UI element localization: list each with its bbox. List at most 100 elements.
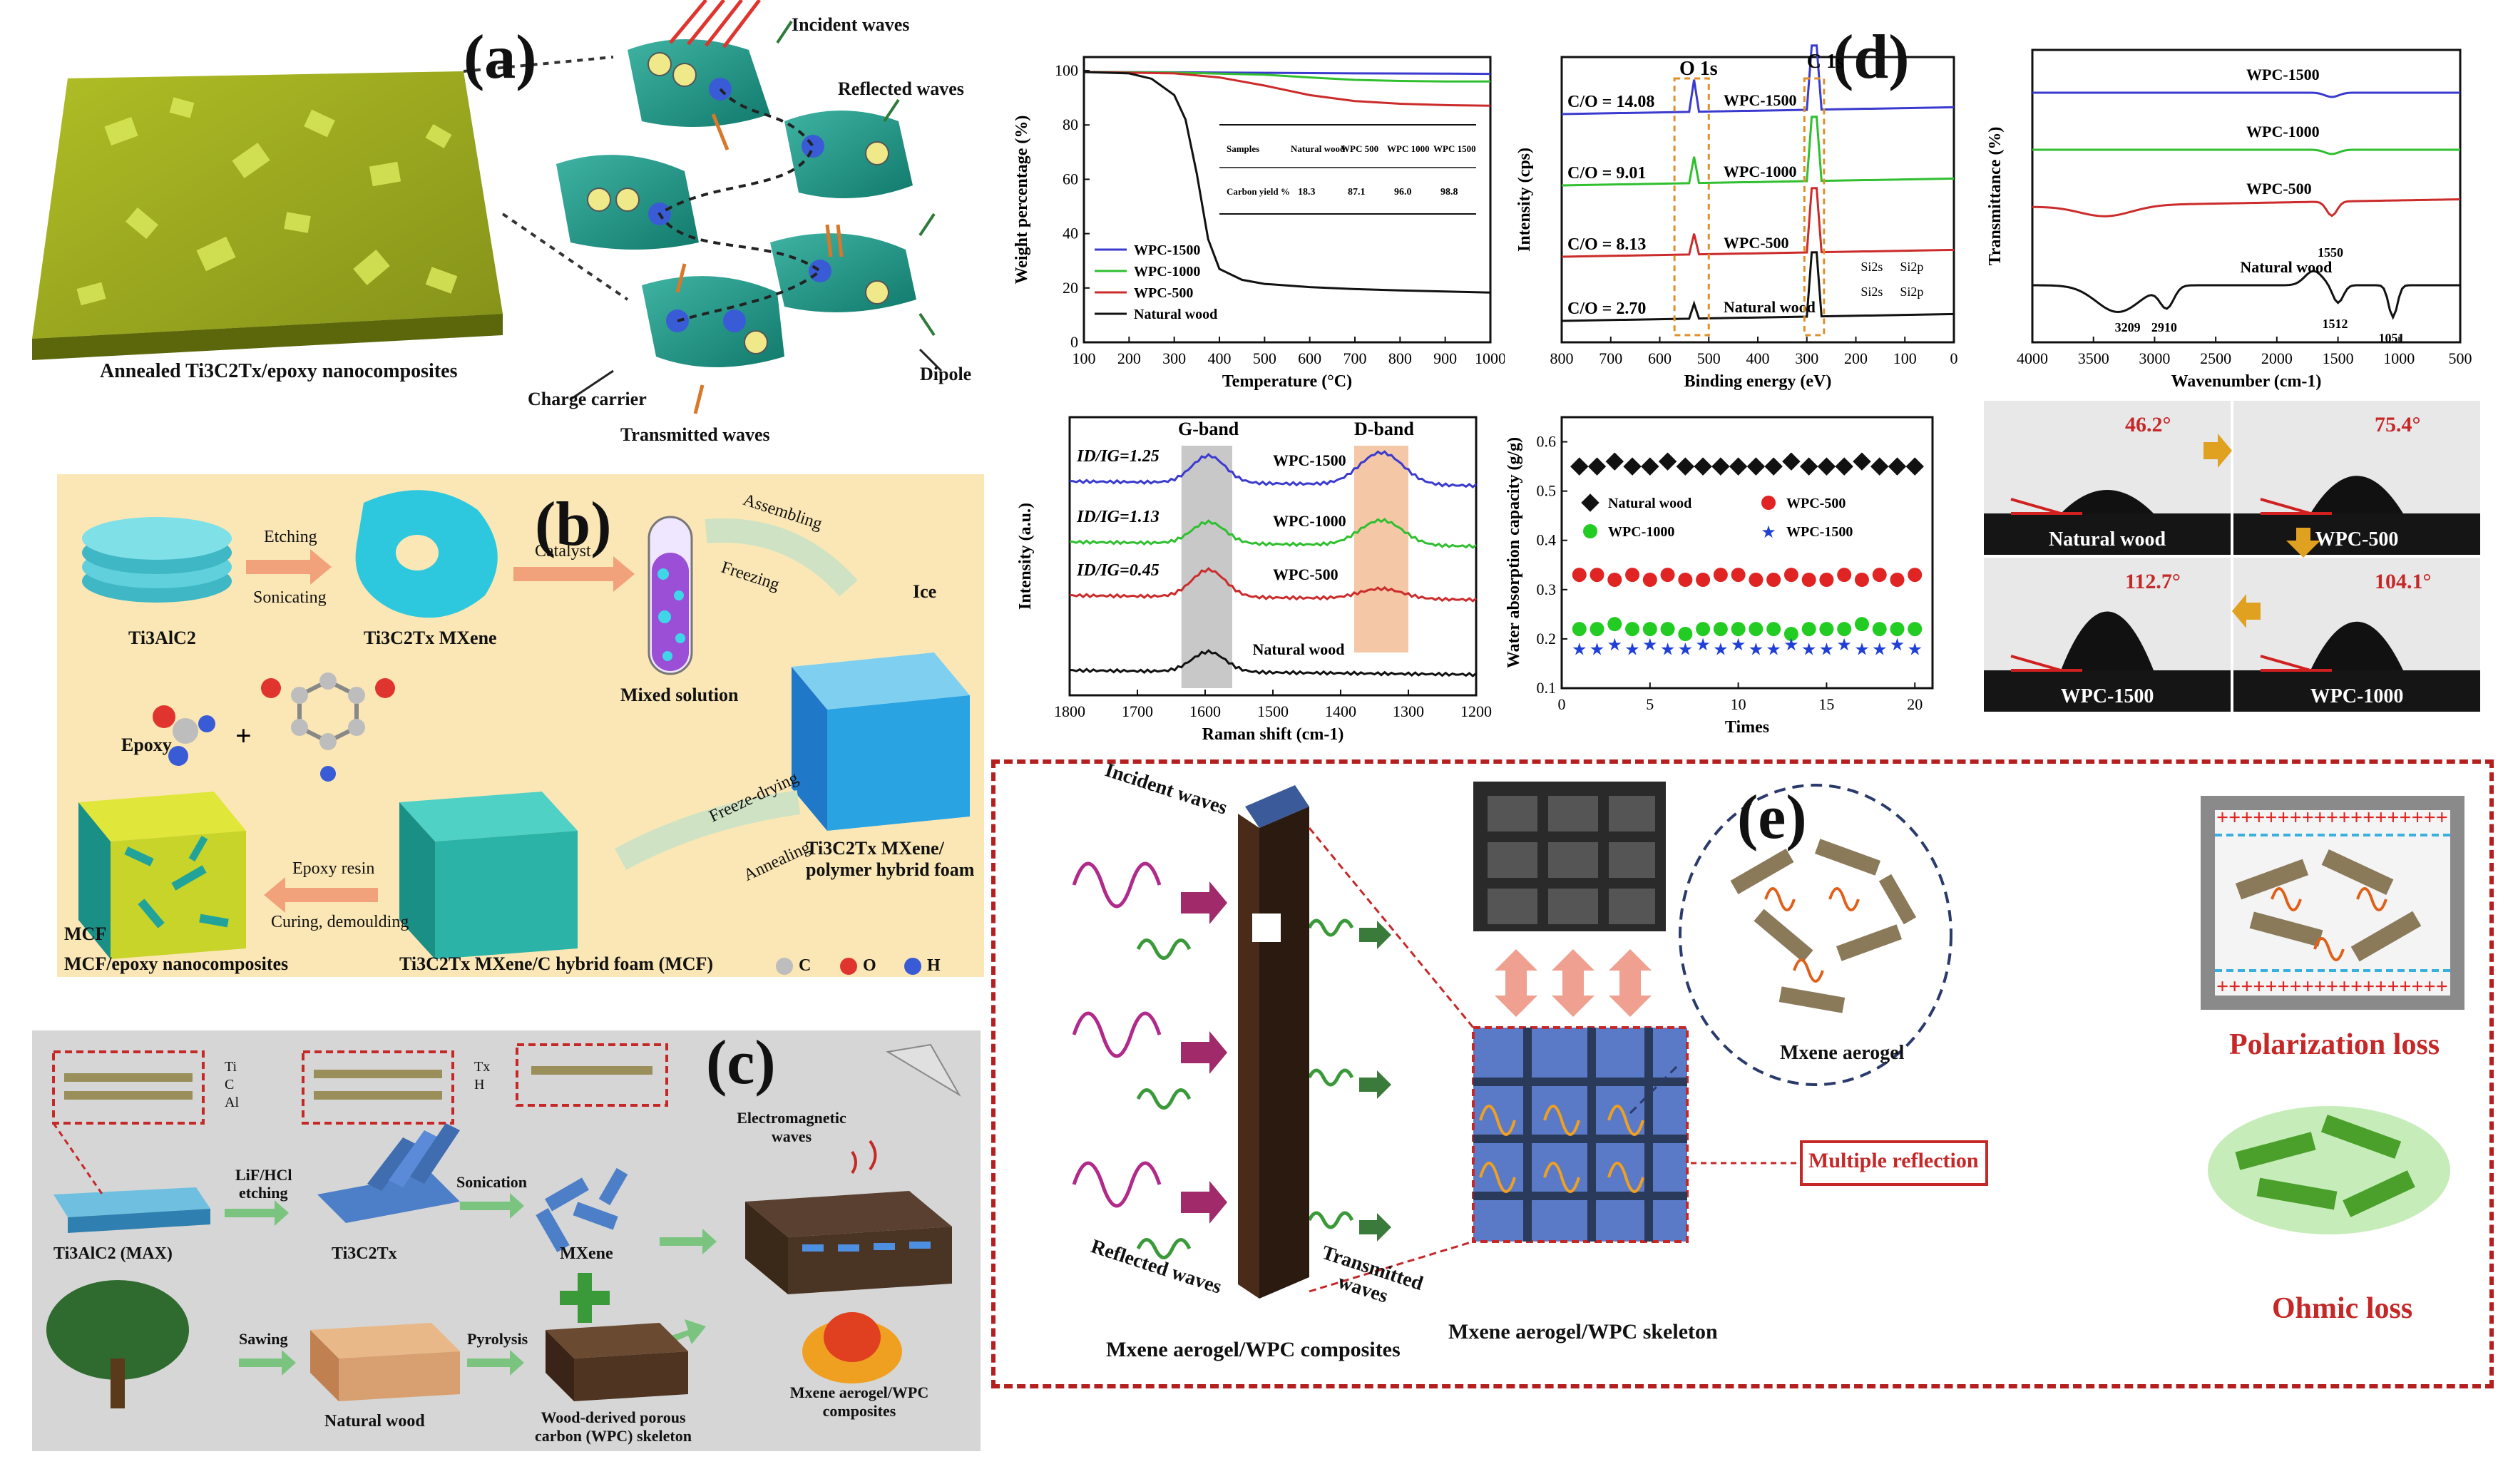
water-data-point: ★ — [1766, 641, 1781, 660]
panel-b-catalyst-label: Catalyst — [535, 542, 591, 561]
panel-c-sonication-label: Sonication — [456, 1173, 528, 1191]
panel-b-hybrid-foam-label: Ti3C2Tx MXene/ polymer hybrid foam — [806, 838, 975, 880]
water-data-point — [1607, 573, 1622, 587]
panel-c-illustration — [46, 1043, 961, 1408]
ftir-series-line — [2032, 148, 2460, 155]
tga-series-line — [1083, 71, 1490, 83]
water-legend-marker: ★ — [1761, 523, 1776, 542]
water-y-tick-label: 0.1 — [1537, 679, 1557, 697]
tga-series-line — [1083, 71, 1491, 294]
tga-legend-label: WPC-1000 — [1134, 264, 1200, 280]
water-data-point — [1749, 573, 1764, 587]
panel-b-mcf-epoxy-label: MCF/epoxy nanocomposites — [64, 953, 289, 974]
xps-series-label: WPC-1000 — [1724, 163, 1797, 180]
water-data-point: ★ — [1836, 636, 1852, 655]
ftir-x-tick-label: 2000 — [2261, 349, 2293, 367]
tga-legend-label: Natural wood — [1134, 307, 1217, 322]
ftir-series-line — [2032, 91, 2460, 98]
tga-table-cell: 96.0 — [1394, 187, 1412, 198]
tga-y-tick-label: 80 — [1063, 116, 1078, 133]
water-data-point — [1658, 452, 1677, 471]
raman-g-band-region — [1181, 446, 1232, 688]
water-data-point — [1783, 627, 1798, 641]
water-data-point — [1835, 457, 1853, 476]
water-x-tick-label: 10 — [1731, 695, 1746, 713]
tga-legend-label: WPC-500 — [1134, 285, 1193, 301]
water-y-tick-label: 0.6 — [1537, 433, 1557, 451]
tga-y-tick-label: 60 — [1063, 170, 1078, 188]
tga-table-header: Natural wood — [1291, 143, 1346, 154]
contact-angle-value: 46.2° — [2125, 413, 2171, 436]
water-plot-frame — [1560, 416, 1934, 690]
contact-angle-droplet — [2061, 611, 2154, 670]
contact-angle-arrow — [2203, 434, 2232, 468]
panel-e-illustration: +++++++++++++++++++ +++++++++++++++++++ — [1072, 782, 2464, 1299]
raman-series-label: WPC-1500 — [1273, 451, 1346, 469]
panel-b-letter: (b) — [535, 490, 612, 559]
raman-series-line — [1069, 518, 1477, 549]
xps-x-tick-label: 700 — [1599, 349, 1622, 367]
panel-c-etching-label: etching — [239, 1184, 288, 1202]
contact-angle-arrow — [2232, 594, 2261, 628]
legend-o-label: O — [863, 956, 876, 975]
tga-x-tick-label: 200 — [1117, 349, 1141, 367]
water-data-point — [1572, 568, 1587, 583]
water-data-point — [1749, 622, 1764, 637]
water-data-point — [1642, 622, 1657, 637]
panel-e-composite-label: Mxene aerogel/WPC composites — [1106, 1338, 1401, 1361]
ftir-series-line — [2032, 270, 2460, 320]
ftir-y-axis-label: Transmittance (%) — [1986, 127, 2005, 266]
water-data-point — [1872, 568, 1887, 583]
xps-co-ratio: C/O = 8.13 — [1567, 235, 1646, 254]
water-data-point — [1625, 568, 1640, 583]
water-data-point — [1731, 568, 1746, 583]
water-x-tick-label: 15 — [1818, 695, 1834, 713]
water-data-point — [1660, 568, 1675, 583]
raman-x-tick-label: 1200 — [1460, 702, 1492, 720]
water-x-tick-label: 5 — [1646, 695, 1654, 713]
raman-series-line — [1069, 649, 1477, 677]
legend-al: Al — [225, 1095, 239, 1110]
tga-table-header: Samples — [1227, 143, 1259, 154]
ftir-x-tick-label: 1000 — [2383, 349, 2415, 367]
tga-plot-frame — [1082, 56, 1492, 344]
legend-ti: Ti — [225, 1059, 237, 1075]
water-data-point — [1607, 617, 1622, 632]
water-data-point — [1766, 573, 1781, 587]
water-data-point — [1590, 568, 1604, 583]
xps-x-tick-label: 300 — [1795, 349, 1818, 367]
water-data-point — [1799, 457, 1818, 476]
water-y-axis-label: Water absorption capacity (g/g) — [1505, 437, 1523, 668]
water-data-point — [1890, 573, 1905, 587]
xps-x-axis-label: Binding energy (eV) — [1684, 372, 1832, 391]
xps-co-ratio: C/O = 2.70 — [1567, 300, 1646, 318]
water-data-point — [1731, 622, 1746, 637]
contact-angle-droplet — [2310, 476, 2403, 513]
xps-peak-label: C 1s — [1807, 51, 1844, 73]
water-data-point — [1713, 568, 1728, 583]
xps-peak-label: O 1s — [1679, 58, 1718, 80]
water-data-point — [1713, 622, 1728, 637]
water-data-point: ★ — [1624, 641, 1640, 660]
water-data-point: ★ — [1801, 641, 1817, 660]
ftir-series-label: WPC-1000 — [2246, 123, 2320, 140]
water-y-tick-label: 0.3 — [1537, 580, 1557, 598]
contact-angle-sample: WPC-1000 — [2310, 685, 2404, 707]
tga-table-header: WPC 1000 — [1387, 143, 1430, 154]
xps-series-label: WPC-500 — [1724, 234, 1789, 252]
xps-x-tick-label: 200 — [1844, 349, 1868, 367]
ftir-series-label: Natural wood — [2240, 258, 2332, 276]
contact-angle-tangent — [2010, 655, 2062, 672]
raman-d-band-region — [1354, 446, 1408, 653]
contact-angle-substrate — [2233, 670, 2480, 712]
xps-o1s-box — [1673, 77, 1710, 337]
panel-c-ti3c2tx-label: Ti3C2Tx — [332, 1244, 397, 1263]
water-data-point: ★ — [1572, 641, 1587, 660]
water-data-point — [1766, 622, 1781, 637]
water-data-point — [1870, 457, 1889, 476]
panel-b-mixed-label: Mixed solution — [620, 685, 739, 705]
tga-x-tick-label: 600 — [1298, 349, 1321, 367]
legend-h: H — [474, 1077, 485, 1092]
